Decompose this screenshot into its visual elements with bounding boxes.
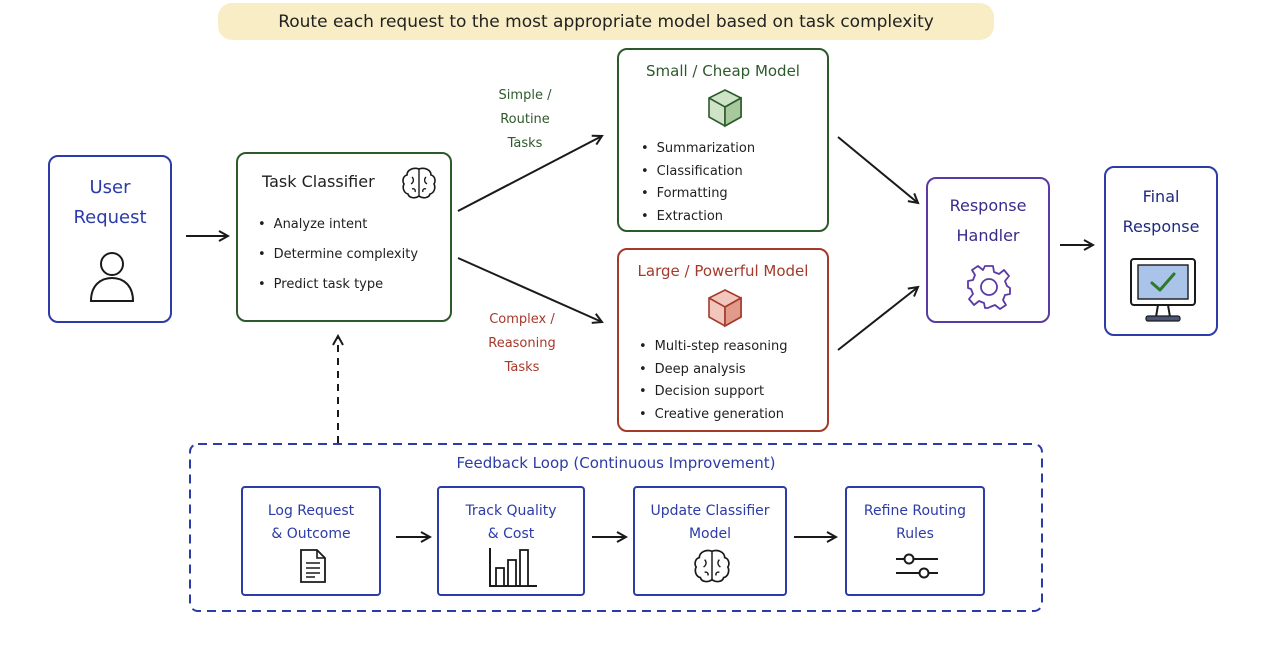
sliders-icon	[893, 550, 941, 582]
response-handler-box: Response Handler	[926, 177, 1050, 323]
task-classifier-box: Task Classifier Analyze intent Determine…	[236, 152, 452, 322]
diagram-title: Route each request to the most appropria…	[218, 3, 994, 40]
bullet-item: Decision support	[639, 381, 787, 404]
fb-step-label: Track Quality & Cost	[465, 503, 557, 542]
large-model-bullets: Multi-step reasoning Deep analysis Decis…	[639, 336, 788, 427]
bullet-item: Multi-step reasoning	[639, 336, 788, 359]
brain-icon	[693, 548, 731, 584]
large-model-box: Large / Powerful Model Multi-step reason…	[617, 248, 829, 432]
arrow-classifier-to-large	[457, 257, 602, 322]
fb-step-log-request: Log Request & Outcome	[241, 486, 381, 596]
final-response-box: Final Response	[1104, 166, 1218, 336]
person-icon	[88, 249, 136, 303]
bullet-item: Deep analysis	[639, 359, 787, 382]
cube-icon	[706, 88, 744, 128]
route-label-complex: Complex / Reasoning Tasks	[488, 312, 556, 375]
bar-chart-icon	[487, 546, 539, 588]
final-response-label: Final Response	[1122, 187, 1200, 236]
arrow-large-to-handler	[837, 287, 918, 351]
bullet-item: Predict task type	[258, 270, 418, 300]
response-handler-label: Response Handler	[949, 196, 1027, 245]
feedback-loop-border	[189, 443, 1043, 612]
bullet-item: Determine complexity	[258, 240, 418, 270]
fb-step-track-quality: Track Quality & Cost	[437, 486, 585, 596]
bullet-item: Classification	[641, 161, 755, 184]
fb-step-label: Refine Routing Rules	[863, 503, 967, 542]
bullet-item: Extraction	[641, 206, 755, 229]
arrow-small-to-handler	[837, 136, 918, 203]
bullet-item: Summarization	[641, 138, 755, 161]
brain-icon	[401, 166, 437, 200]
bullet-item: Analyze intent	[258, 210, 418, 240]
cube-icon	[706, 288, 744, 328]
fb-step-label: Log Request & Outcome	[267, 503, 355, 542]
small-model-title: Small / Cheap Model	[646, 62, 800, 80]
small-model-box: Small / Cheap Model Summarization Classi…	[617, 48, 829, 232]
user-request-box: User Request	[48, 155, 172, 323]
large-model-title: Large / Powerful Model	[637, 262, 809, 280]
feedback-loop-title: Feedback Loop (Continuous Improvement)	[456, 454, 776, 472]
task-classifier-title: Task Classifier	[262, 172, 375, 191]
monitor-check-icon	[1128, 256, 1198, 324]
bullet-item: Formatting	[641, 183, 755, 206]
fb-step-refine-routing: Refine Routing Rules	[845, 486, 985, 596]
user-request-label: User Request	[73, 177, 147, 228]
gear-icon	[965, 263, 1013, 311]
fb-step-update-classifier: Update Classifier Model	[633, 486, 787, 596]
route-label-simple: Simple / Routine Tasks	[498, 88, 552, 151]
task-classifier-bullets: Analyze intent Determine complexity Pred…	[258, 210, 418, 300]
arrow-classifier-to-small	[457, 136, 602, 212]
document-icon	[299, 548, 327, 584]
fb-step-label: Update Classifier Model	[650, 503, 770, 542]
small-model-bullets: Summarization Classification Formatting …	[641, 138, 755, 228]
bullet-item: Creative generation	[639, 404, 787, 427]
